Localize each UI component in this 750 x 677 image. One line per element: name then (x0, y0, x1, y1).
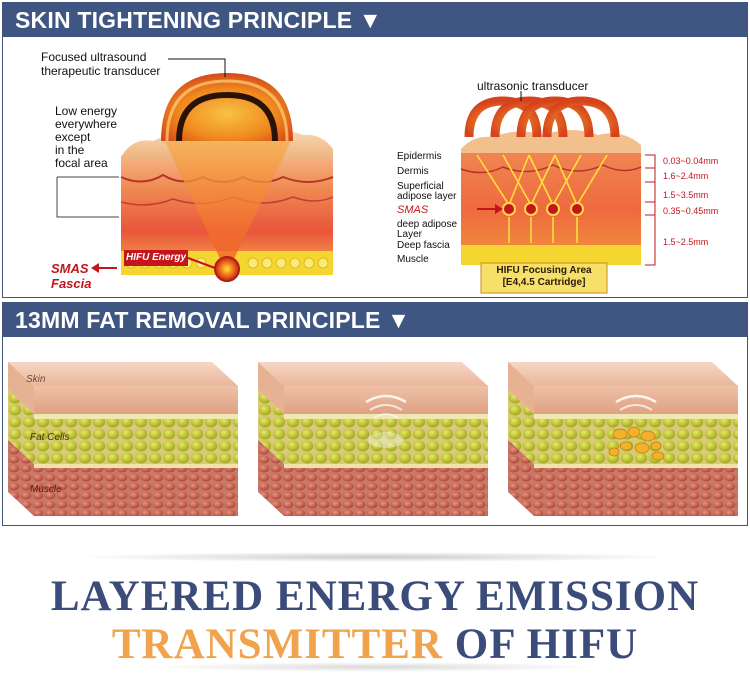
low-energy-line3: except (55, 130, 90, 144)
low-energy-line1: Low energy (55, 104, 117, 118)
low-energy-line5: focal area (55, 156, 108, 170)
footer-title-of-hifu: OF HIFU (443, 621, 638, 668)
transducer-label-line2: therapeutic transducer (41, 64, 160, 78)
transducer-label-line1: Focused ultrasound (41, 50, 146, 64)
divider-shine-bottom (150, 662, 600, 672)
depth-deep-layer: 1.5~2.5mm (663, 237, 708, 247)
section-title-skin-tightening: SKIN TIGHTENING PRINCIPLE ▼ (3, 3, 747, 37)
layer-adipose: adipose layer (397, 191, 456, 202)
skin-tightening-panel: SKIN TIGHTENING PRINCIPLE ▼ (2, 2, 748, 298)
low-energy-line4: in the (55, 143, 84, 157)
depth-smas: 0.35~0.45mm (663, 206, 718, 216)
hifu-energy-label: HIFU Energy (126, 252, 186, 263)
footer-title-line1: LAYERED ENERGY EMISSION (0, 572, 750, 621)
layer-smas: SMAS (397, 204, 428, 216)
divider-shine-top (70, 552, 680, 562)
smas-label: SMAS (51, 261, 89, 276)
depth-dermis: 1.6~2.4mm (663, 171, 708, 181)
fat-stage-3 (508, 356, 740, 522)
layer-epidermis: Epidermis (397, 151, 441, 162)
focusing-area-line1: HIFU Focusing Area (481, 265, 607, 276)
ultrasonic-transducer-label: ultrasonic transducer (477, 79, 588, 93)
low-energy-line2: everywhere (55, 117, 117, 131)
fat-stage-1: Skin Fat Cells Muscle (8, 356, 240, 522)
layer-deep-fascia: Deep fascia (397, 240, 450, 251)
layer-dermis: Dermis (397, 166, 429, 177)
fat-stage-2 (258, 356, 490, 522)
label-skin: Skin (26, 374, 45, 385)
fascia-label: Fascia (51, 276, 91, 291)
layer-muscle: Muscle (397, 254, 429, 265)
skin-tightening-right-illustration (383, 37, 745, 299)
depth-epidermis: 0.03~0.04mm (663, 156, 718, 166)
label-fat-cells: Fat Cells (30, 432, 69, 443)
section-title-fat-removal: 13MM FAT REMOVAL PRINCIPLE ▼ (3, 303, 747, 337)
footer-title-transmitter: TRANSMITTER (112, 621, 443, 668)
focusing-area-line2: [E4,4.5 Cartridge] (481, 277, 607, 288)
layer-layer: Layer (397, 229, 422, 240)
depth-adipose: 1.5~3.5mm (663, 190, 708, 200)
label-muscle: Muscle (30, 484, 62, 495)
